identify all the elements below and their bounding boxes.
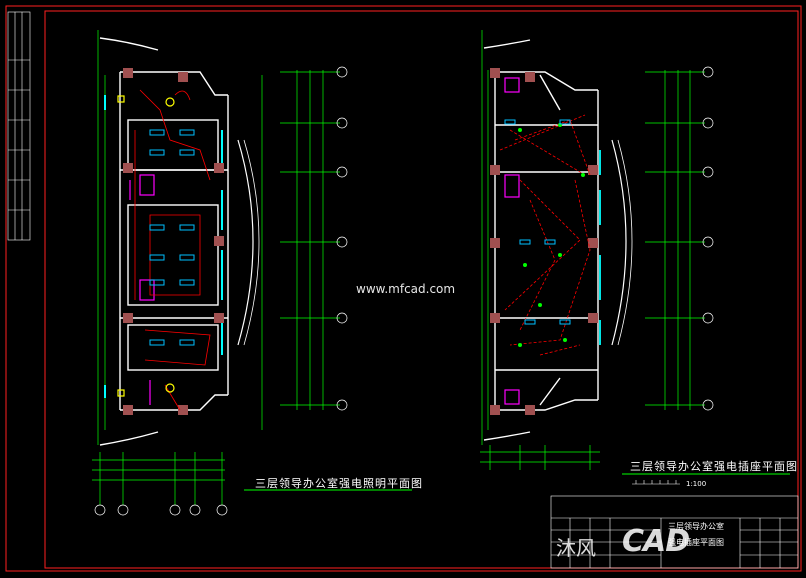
left-curved-facade [237,139,254,346]
left-light-fixtures [149,129,195,346]
right-dimension-ladder [645,66,714,411]
right-wiring [499,114,591,356]
title-block-name-line2: 强电插座平面图 [668,538,724,547]
title-block-name-line1: 三层领导办公室 [668,522,724,531]
brand-logo: CAD [622,524,690,559]
left-furniture [129,174,155,405]
right-axis-grid [481,30,489,445]
title-block [550,495,799,569]
right-drawing-title: 三层领导办公室强电插座平面图 [630,460,798,473]
right-building-walls [483,39,599,441]
left-axis-grid [97,30,263,445]
brand-chinese: 沐风 [556,536,596,560]
right-scale-label: 1:100 [686,480,707,488]
left-yellow-symbols [117,95,175,397]
right-columns [490,68,598,415]
right-scale-bar [632,480,680,485]
left-drawing-title: 三层领导办公室强电照明平面图 [255,477,423,490]
left-dimension-ladder [280,66,348,411]
outer-frame [5,5,802,572]
right-curved-facade [611,139,627,346]
left-building-walls [99,37,229,446]
right-sockets [518,123,585,347]
right-fixtures [504,119,571,325]
right-floor-plan [480,30,790,485]
watermark-url: www.mfcad.com [356,282,456,296]
right-furniture [504,77,520,405]
left-bottom-dimensions [92,452,225,505]
inner-frame [44,10,799,569]
right-bottom-dimensions [480,445,600,470]
left-wiring [134,89,211,411]
left-columns [123,68,224,415]
left-floor-plan [92,30,412,516]
left-axis-bubbles [94,504,228,516]
margin-table [7,11,31,241]
